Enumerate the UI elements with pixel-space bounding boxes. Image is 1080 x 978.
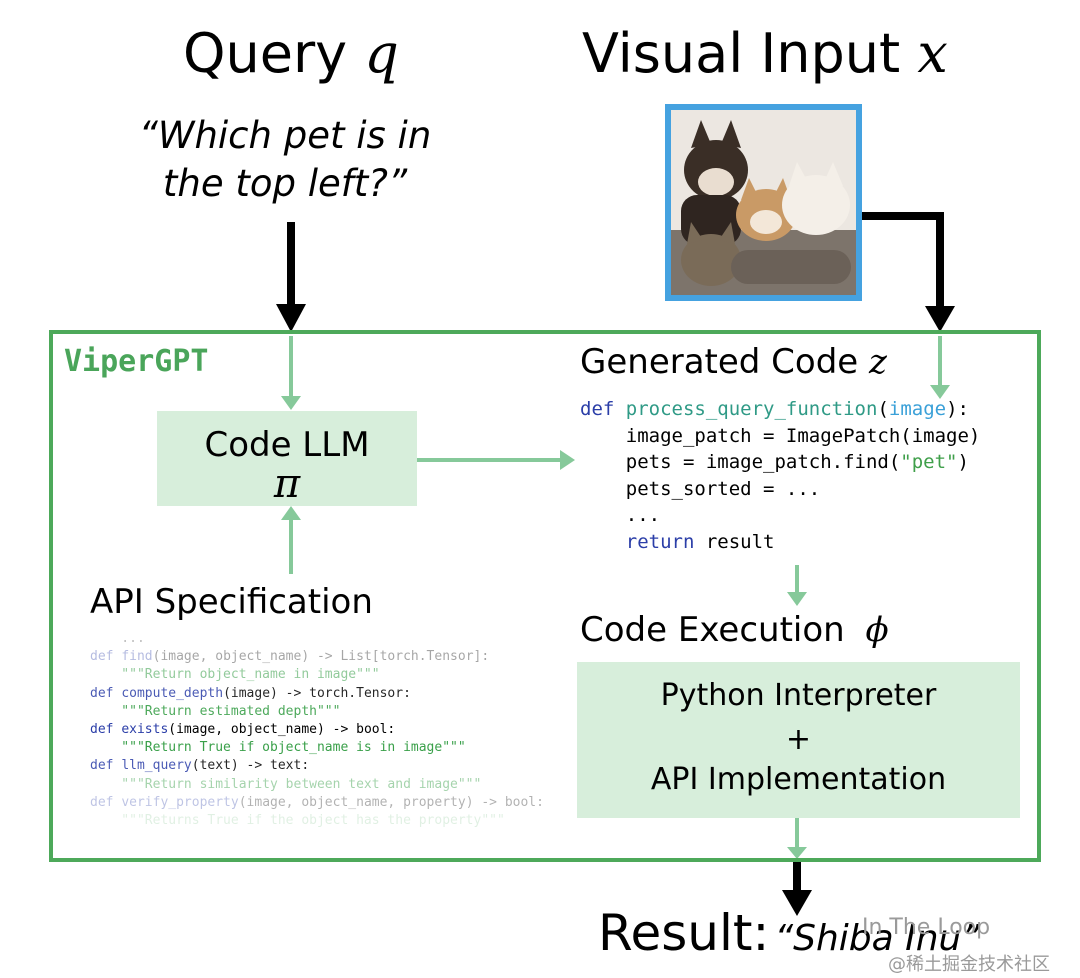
code-space (614, 398, 625, 420)
llm-to-code-arrow (416, 450, 575, 470)
api-spec-line: """Return estimated depth""" (90, 703, 560, 721)
code-to-execution-arrow (787, 565, 807, 606)
api-spec-line: """Return True if object_name is in imag… (90, 739, 560, 757)
api-spec-line: ... (90, 630, 560, 648)
code-execution-title: Code Execution ϕ (580, 610, 889, 650)
api-keyword: def (90, 722, 122, 738)
vipergpt-label: ViperGPT (64, 344, 209, 379)
api-spec-line: def exists(image, object_name) -> bool: (90, 721, 560, 739)
execution-line-plus: + (785, 722, 812, 757)
code-text: pets_sorted = ... (580, 477, 821, 500)
generated-code-line: pets = image_patch.find("pet") (580, 449, 1040, 476)
api-spec-line: def compute_depth(image) -> torch.Tensor… (90, 685, 560, 703)
visual-input-image (665, 104, 862, 301)
api-docstring: """Return similarity between text and im… (90, 776, 482, 792)
code-keyword: def (580, 398, 615, 420)
generated-code-line: def process_query_function(image): (580, 396, 1040, 423)
result-label: Result: (598, 904, 770, 962)
generated-code-symbol: z (869, 342, 887, 382)
api-spec-line: def find(image, object_name) -> List[tor… (90, 648, 560, 666)
dog-right (782, 175, 850, 235)
code-text: ... (580, 504, 661, 526)
generated-code-block: def process_query_function(image): image… (580, 396, 1040, 555)
code-llm-label: Code LLM (204, 425, 370, 465)
api-function-name: exists (121, 722, 169, 738)
api-function-name: llm_query (121, 758, 192, 774)
api-function-name: verify_property (121, 794, 239, 810)
watermark-site: @稀土掘金技术社区 (888, 954, 1050, 975)
api-keyword: def (90, 758, 122, 774)
code-text: pets = image_patch.find( (580, 451, 901, 473)
generated-code-title-text: Generated Code (580, 342, 859, 382)
api-spec-code: ... def find(image, object_name) -> List[… (90, 630, 560, 830)
query-symbol: q (364, 22, 399, 85)
api-function-name: find (121, 649, 153, 665)
api-spec-line: def verify_property(image, object_name, … (90, 794, 560, 812)
code-argument: image (888, 398, 947, 420)
generated-code-line: ... (580, 502, 1040, 529)
code-text: result (694, 530, 775, 553)
result-value: “Shiba Inu” (774, 918, 981, 959)
api-signature: (image, object_name) -> List[torch.Tenso… (152, 649, 490, 665)
api-keyword: def (90, 794, 122, 810)
code-keyword: return (625, 530, 695, 553)
generated-code-line: image_patch = ImagePatch(image) (580, 423, 1040, 450)
query-text-line1: “Which pet is in (138, 114, 432, 157)
code-execution-title-text: Code Execution (580, 610, 845, 650)
api-spec-line: def llm_query(text) -> text: (90, 757, 560, 775)
code-function-name: process_query_function (625, 398, 878, 420)
visual-input-arrow (860, 212, 955, 332)
code-llm-box: Code LLM π (157, 411, 417, 507)
query-arrow (276, 222, 306, 332)
api-spec-line: """Returns True if the object has the pr… (90, 812, 560, 830)
code-text: ) (957, 451, 969, 473)
vipergpt-frame (49, 330, 1041, 862)
code-indent (580, 531, 626, 553)
code-paren: ( (877, 398, 889, 420)
api-to-llm-arrow (281, 506, 301, 574)
code-execution-symbol: ϕ (865, 610, 889, 650)
api-signature: (image, object_name, property) -> bool: (238, 794, 544, 810)
api-keyword: def (90, 649, 122, 665)
execution-to-frame-arrow (787, 818, 807, 859)
api-function-name: compute_depth (121, 685, 224, 701)
query-to-llm-arrow (281, 336, 301, 410)
visual-input-title-text: Visual Input (582, 22, 901, 85)
api-spec-title: API Specification (90, 582, 373, 622)
api-spec-line: """Return similarity between text and im… (90, 776, 560, 794)
execution-line-interpreter: Python Interpreter (660, 678, 937, 713)
query-title-text: Query (183, 22, 348, 85)
visual-input-title: Visual Input x (582, 22, 948, 85)
api-signature: (text) -> text: (191, 758, 310, 774)
generated-code-line: pets_sorted = ... (580, 476, 1040, 503)
api-signature: (image) -> torch.Tensor: (223, 685, 411, 701)
pets-photo (671, 110, 856, 295)
generated-code-line: return result (580, 529, 1040, 556)
query-text-line2: the top left?” (162, 162, 408, 205)
execution-line-api: API Implementation (650, 762, 947, 797)
query-text: “Which pet is in the top left?” (120, 112, 450, 208)
code-string: "pet" (900, 451, 958, 473)
api-docstring: """Return True if object_name is in imag… (90, 740, 466, 756)
visual-to-code-arrow (930, 336, 950, 399)
api-signature: (image, object_name) -> bool: (168, 722, 396, 738)
api-spec-line: """Return object_name in image""" (90, 666, 560, 684)
visual-input-symbol: x (917, 22, 948, 85)
result: Result: “Shiba Inu” (598, 904, 980, 962)
result-arrow (782, 862, 812, 916)
api-keyword: def (90, 685, 122, 701)
generated-code-title: Generated Code z (580, 342, 887, 382)
watermark-title: In The Loop (862, 915, 991, 940)
cat-bottom (681, 234, 741, 286)
code-text: image_patch = ImagePatch(image) (580, 424, 981, 447)
api-docstring: """Return estimated depth""" (90, 703, 341, 719)
api-docstring: """Returns True if the object has the pr… (90, 813, 505, 829)
code-llm-symbol: π (273, 461, 301, 507)
api-text: ... (90, 631, 145, 646)
query-title: Query q (183, 22, 399, 85)
api-docstring: """Return object_name in image""" (90, 667, 380, 683)
code-paren: ): (946, 398, 969, 420)
execution-box: Python Interpreter + API Implementation (577, 662, 1020, 818)
